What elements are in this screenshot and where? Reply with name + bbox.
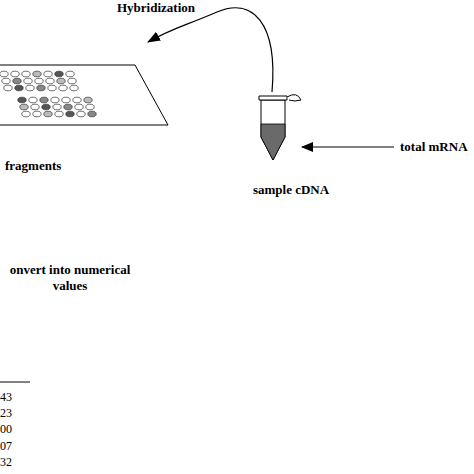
array-spot	[33, 71, 41, 77]
array-spot	[42, 104, 50, 110]
array-spot	[44, 71, 52, 77]
step-label: onvert into numerical values	[0, 262, 140, 294]
array-spot	[37, 85, 45, 91]
array-spot	[0, 71, 8, 77]
array-spot	[11, 71, 19, 77]
array-spot	[24, 78, 32, 84]
array-spot	[40, 97, 48, 103]
slide-outline	[0, 65, 168, 125]
array-spot	[66, 111, 74, 117]
array-spot	[22, 111, 30, 117]
array-spot	[31, 104, 39, 110]
array-spot	[26, 85, 34, 91]
array-spot	[2, 78, 10, 84]
edge-label: Hybridization	[117, 0, 195, 16]
tube-liquid	[261, 124, 285, 160]
array-spot	[73, 97, 81, 103]
array-spot	[66, 71, 74, 77]
array-spot	[57, 78, 65, 84]
array-spot	[53, 104, 61, 110]
array-spot	[46, 78, 54, 84]
array-spot	[68, 78, 76, 84]
array-spot	[20, 104, 28, 110]
array-spot	[84, 97, 92, 103]
flow-arrow	[148, 8, 273, 92]
sample-tube: sample cDNA	[245, 92, 337, 198]
array-spot	[4, 85, 12, 91]
table-rule	[0, 382, 30, 383]
node-label: fragments	[5, 158, 61, 174]
array-spot	[48, 85, 56, 91]
array-spot	[13, 78, 21, 84]
array-spot	[22, 71, 30, 77]
array-spot	[62, 97, 70, 103]
array-spot	[33, 111, 41, 117]
sample-tube-shape	[245, 92, 337, 167]
array-spot	[75, 104, 83, 110]
array-spot	[55, 71, 63, 77]
node-label: sample cDNA	[245, 182, 337, 198]
array-spot	[59, 85, 67, 91]
array-spot	[15, 85, 23, 91]
table-cell: 32	[0, 455, 12, 469]
tube-cap	[287, 95, 301, 101]
array-spot	[29, 97, 37, 103]
array-spot	[77, 111, 85, 117]
table-cell: 07	[0, 439, 12, 453]
array-spot	[51, 97, 59, 103]
table-cell: 00	[0, 422, 12, 436]
array-spot	[18, 97, 26, 103]
microarray-slide: fragments	[0, 42, 175, 174]
input-label: total mRNA	[400, 139, 468, 155]
tube-body	[261, 100, 285, 160]
array-spot	[88, 111, 96, 117]
array-spot	[35, 78, 43, 84]
array-spot	[55, 111, 63, 117]
input-arrow	[302, 146, 394, 147]
array-spot	[44, 111, 52, 117]
table-cell: 43	[0, 390, 12, 404]
array-spot	[64, 104, 72, 110]
array-spot	[86, 104, 94, 110]
tube-rim	[259, 96, 287, 100]
table-cell: 23	[0, 406, 12, 420]
microarray-slide-shape	[0, 42, 175, 142]
array-spot	[70, 85, 78, 91]
